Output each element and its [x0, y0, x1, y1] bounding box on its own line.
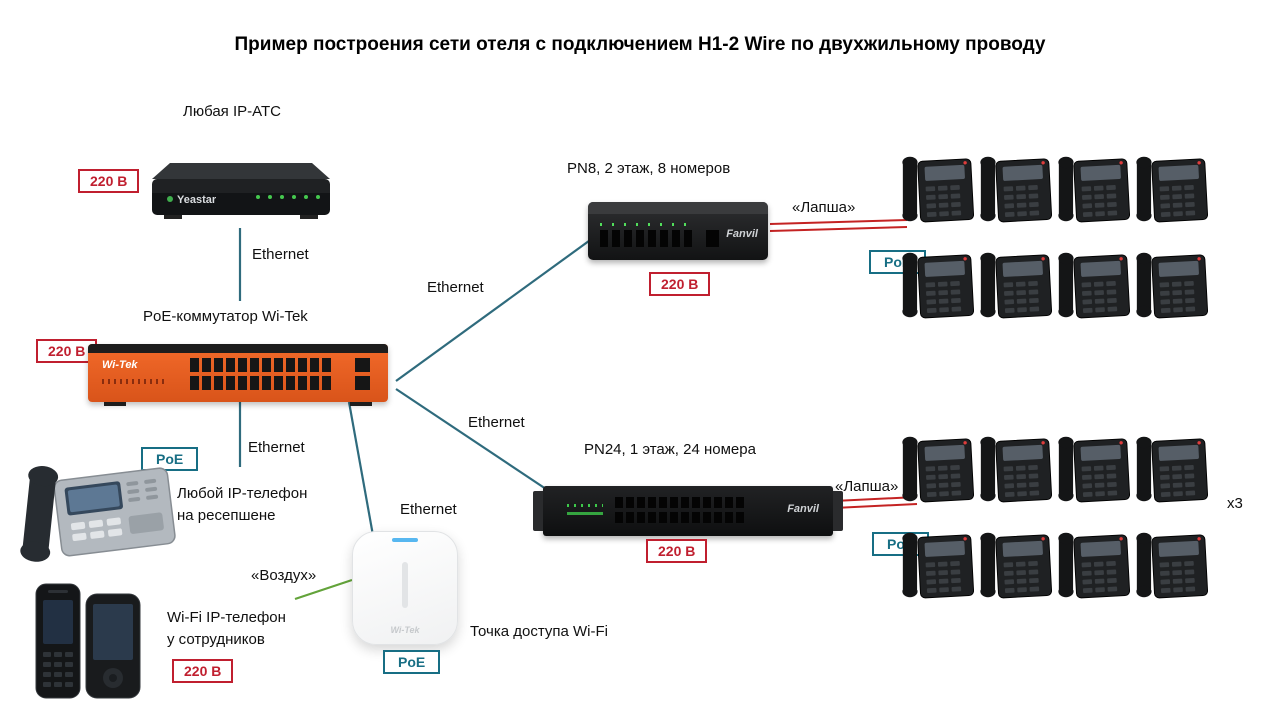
- power-badge-pn8: 220 В: [649, 272, 711, 296]
- poe-badge-reception: PoE: [141, 447, 199, 471]
- wifi-phone-label-line1: Wi-Fi IP-телефон: [167, 609, 286, 626]
- ip-phone-icon: [900, 426, 974, 510]
- ip-phone-icon: [1056, 242, 1130, 326]
- lapsha-label-pn8: «Лапша»: [792, 199, 856, 216]
- ip-phone-icon: [900, 146, 974, 230]
- power-badge-pbx: 220 В: [78, 169, 140, 193]
- pn24-brand-label: Fanvil: [787, 503, 819, 515]
- power-badge-wifi-phone: 220 В: [172, 659, 234, 683]
- ip-phone-icon: [1134, 522, 1208, 606]
- ip-phone-icon: [1134, 146, 1208, 230]
- poe-badge-ap: PoE: [383, 650, 441, 674]
- core-switch-top-panel: [88, 344, 388, 353]
- core-switch-label: PoE-коммутатор Wi-Tek: [143, 308, 308, 325]
- core-switch-sfp-ports: [355, 358, 370, 390]
- pn8-switch-device: Fanvil: [588, 202, 768, 260]
- core-switch-feet: [104, 402, 126, 406]
- lapsha-wire-pn24-b: [833, 503, 918, 509]
- wifi-ap-device: Wi-Tek: [352, 531, 458, 645]
- pn24-switch-device: Fanvil: [533, 486, 843, 536]
- ap-label: Точка доступа Wi-Fi: [470, 623, 608, 640]
- ethernet-label-pbx: Ethernet: [252, 246, 309, 263]
- pn8-top-panel: [588, 202, 768, 214]
- ethernet-label-reception: Ethernet: [248, 439, 305, 456]
- ip-phone-icon: [900, 242, 974, 326]
- ip-phone-icon: [978, 146, 1052, 230]
- ip-phone-icon: [900, 522, 974, 606]
- reception-phone-label-line2: на ресепшене: [177, 507, 276, 524]
- pbx-label: Любая IP-АТС: [183, 103, 281, 120]
- ethernet-label-pn24: Ethernet: [468, 414, 525, 431]
- pbx-device: Yeastar: [152, 163, 330, 219]
- ip-phone-icon: [978, 522, 1052, 606]
- pn8-ports: [600, 230, 696, 247]
- vozduh-wire-ap: [294, 578, 353, 601]
- phone-group-multiplier-label: x3: [1227, 495, 1243, 512]
- core-switch-leds: [102, 379, 166, 384]
- phone-group-floor1: [900, 426, 1208, 606]
- pn24-ports: [615, 497, 747, 527]
- ethernet-label-pn8: Ethernet: [427, 279, 484, 296]
- pn8-uplink-port: [706, 230, 719, 247]
- wifi-handsets-device: [35, 583, 141, 699]
- core-switch-device: Wi-Tek: [88, 344, 388, 406]
- ip-phone-icon: [978, 426, 1052, 510]
- ip-phone-icon: [978, 242, 1052, 326]
- ap-slot: [402, 562, 408, 608]
- lapsha-wire-pn8-a: [769, 219, 908, 225]
- pbx-brand-label: Yeastar: [177, 194, 217, 206]
- pn8-label: PN8, 2 этаж, 8 номеров: [567, 160, 731, 177]
- pn24-label: PN24, 1 этаж, 24 номера: [584, 441, 756, 458]
- ethernet-label-ap: Ethernet: [400, 501, 457, 518]
- ethernet-wire-switch-pn24: [395, 388, 559, 498]
- pn8-leds: [600, 223, 696, 226]
- core-switch-brand-label: Wi-Tek: [102, 359, 138, 371]
- reception-phone-label-line1: Любой IP-телефон: [177, 485, 308, 502]
- power-badge-pn24: 220 В: [646, 539, 708, 563]
- ip-phone-icon: [1134, 426, 1208, 510]
- wifi-phone-label-line2: у сотрудников: [167, 631, 265, 648]
- power-badge-switch: 220 В: [36, 339, 98, 363]
- pn24-leds: [567, 504, 603, 507]
- ip-phone-icon: [1134, 242, 1208, 326]
- phone-group-floor2: [900, 146, 1208, 326]
- ethernet-wire-switch-pn8: [395, 237, 594, 382]
- diagram-title: Пример построения сети отеля с подключен…: [234, 34, 1046, 55]
- ethernet-wire-switch-ap: [347, 401, 376, 542]
- ap-brand-label: Wi-Tek: [390, 625, 420, 635]
- vozduh-label: «Воздух»: [251, 567, 317, 584]
- ip-phone-icon: [1056, 426, 1130, 510]
- ip-phone-icon: [1056, 522, 1130, 606]
- core-switch-ports: [190, 358, 334, 394]
- pn8-brand-label: Fanvil: [726, 228, 758, 240]
- ip-phone-icon: [1056, 146, 1130, 230]
- lapsha-wire-pn8-b: [769, 226, 908, 232]
- ap-status-led: [392, 538, 418, 542]
- lapsha-label-pn24: «Лапша»: [835, 478, 899, 495]
- reception-phone-device: [20, 466, 176, 562]
